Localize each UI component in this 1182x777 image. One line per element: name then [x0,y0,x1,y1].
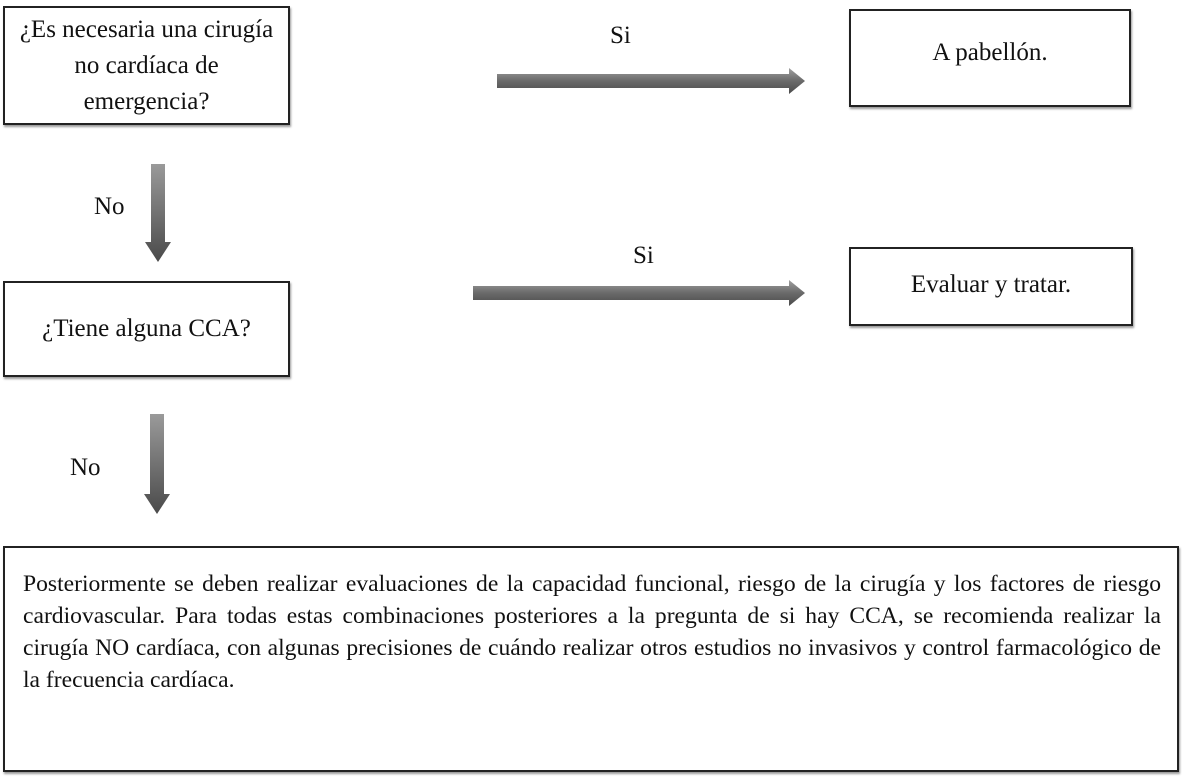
yes-label-1: Si [610,22,631,49]
question-cca-text: ¿Tiene alguna CCA? [42,315,251,342]
no-arrow-2 [144,414,170,514]
yes-label-2: Si [633,242,654,269]
no-arrow-1 [145,164,171,262]
to-operating-room-text: A pabellón. [932,39,1048,66]
yes-arrow-1 [497,68,805,94]
evaluate-treat-text: Evaluar y tratar. [910,271,1072,298]
question-emergency-surgery-text: ¿Es necesaria una cirugía no cardíaca de… [19,15,274,115]
question-cca-box: ¿Tiene alguna CCA? [3,281,290,377]
no-label-1: No [94,193,125,220]
to-operating-room-box: A pabellón. [849,9,1131,107]
evaluate-treat-box: Evaluar y tratar. [849,247,1133,326]
final-recommendation-text: Posteriormente se deben realizar evaluac… [23,571,1161,693]
final-recommendation-box: Posteriormente se deben realizar evaluac… [3,546,1179,772]
question-emergency-surgery-box: ¿Es necesaria una cirugía no cardíaca de… [3,6,290,125]
yes-arrow-2 [473,280,805,306]
no-label-2: No [70,454,101,481]
